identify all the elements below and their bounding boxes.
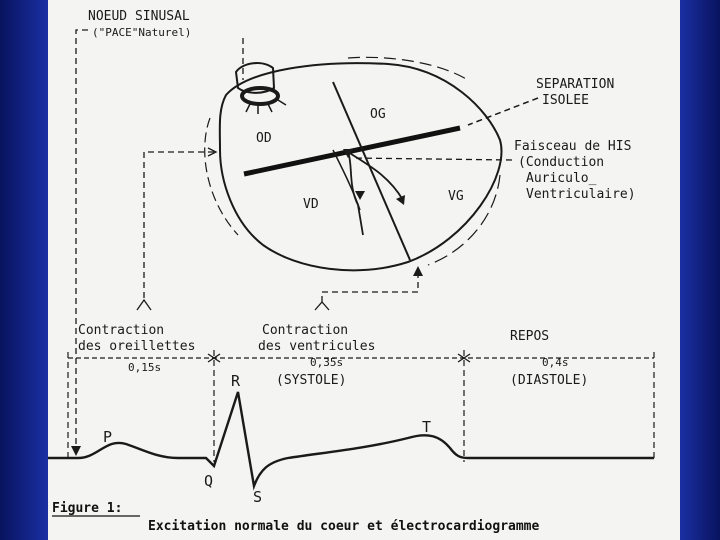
systole-label: (SYSTOLE) — [276, 373, 346, 388]
atria-leader-tip — [207, 147, 218, 157]
caption-text: Excitation normale du coeur et électroca… — [148, 519, 540, 534]
slide-border-left — [0, 0, 48, 540]
caption-label: Figure 1: — [52, 501, 122, 516]
diastole-duration: 0,4s — [542, 356, 569, 369]
separation-label-1: SEPARATION — [536, 77, 614, 92]
his-leader — [352, 157, 513, 161]
ventricles-leader-fork — [314, 301, 330, 311]
label-od: OD — [256, 131, 272, 146]
his-label-3: Auriculo_ — [526, 171, 597, 186]
separation-label-2: ISOLEE — [542, 93, 589, 108]
sinus-to-ecg-leader — [75, 29, 88, 450]
slide-border-right — [680, 0, 720, 540]
av-separation-line — [243, 125, 461, 177]
septum-line — [332, 81, 411, 261]
heart-right-arc — [427, 174, 501, 266]
diastole-label: (DIASTOLE) — [510, 373, 588, 388]
heart-ecg-diagram: OG OD VD VG NOEUD SINUSAL ("PACE"Naturel… — [48, 9, 655, 534]
his-label-2: (Conduction — [518, 155, 604, 170]
atria-leader — [143, 151, 214, 300]
label-vg: VG — [448, 189, 464, 204]
heart-outline — [218, 62, 503, 272]
sinus-spark-arrows — [245, 99, 287, 114]
ventricles-arrow — [413, 266, 423, 276]
atria-duration: 0,15s — [128, 361, 161, 374]
sinus-node-label-1: NOEUD SINUSAL — [88, 9, 190, 24]
atria-contraction-1: Contraction — [78, 323, 164, 338]
ecg-r: R — [231, 372, 241, 390]
heart-outer-shadow — [204, 117, 239, 236]
his-arrow-3 — [343, 149, 353, 158]
figure-panel: OG OD VD VG NOEUD SINUSAL ("PACE"Naturel… — [48, 0, 680, 540]
sinus-ecg-arrow — [71, 446, 81, 456]
atria-leader-fork — [136, 298, 152, 311]
heart-top-arc — [347, 56, 469, 81]
rest-label: REPOS — [510, 329, 549, 344]
systole-duration: 0,35s — [310, 356, 343, 369]
label-og: OG — [370, 107, 386, 122]
sinus-node-icon — [240, 86, 280, 106]
ecg-q: Q — [204, 472, 213, 490]
ecg-s: S — [253, 488, 262, 506]
separation-leader — [467, 97, 539, 126]
his-arrow-1 — [355, 191, 365, 200]
atria-contraction-2: des oreillettes — [78, 339, 195, 354]
his-arrow-2 — [396, 195, 405, 205]
his-branch-right — [332, 149, 361, 211]
his-label-1: Faisceau de HIS — [514, 139, 631, 154]
ventricles-leader — [321, 272, 419, 302]
his-branch-left — [347, 151, 404, 201]
his-label-4: Ventriculaire) — [526, 187, 636, 202]
ecg-t: T — [422, 418, 431, 436]
sinus-node-label-2: ("PACE"Naturel) — [92, 26, 191, 39]
ventricles-contraction-2: des ventricules — [258, 339, 375, 354]
label-vd: VD — [303, 197, 319, 212]
time-axis-arrows — [207, 353, 471, 363]
ecg-trace — [48, 391, 654, 491]
ecg-p: P — [103, 428, 112, 446]
ventricles-contraction-1: Contraction — [262, 323, 348, 338]
